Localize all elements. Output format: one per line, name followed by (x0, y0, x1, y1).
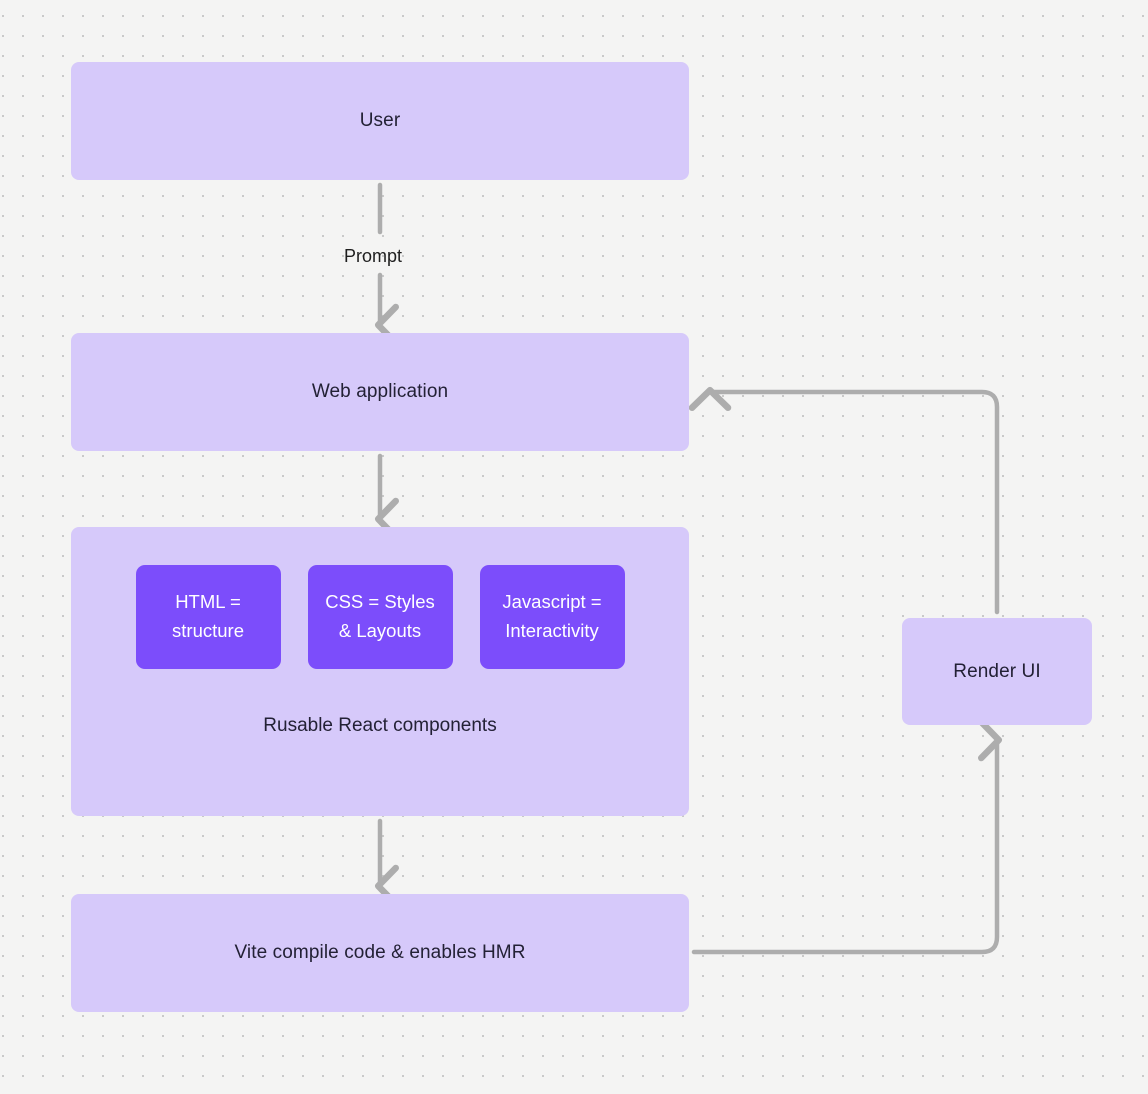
chip-css-label: CSS = Styles & Layouts (325, 591, 435, 641)
node-web-application-label: Web application (311, 381, 449, 403)
chip-javascript[interactable]: Javascript = Interactivity (479, 565, 625, 669)
node-render-ui-label: Render UI (953, 660, 1041, 682)
node-user[interactable]: User (71, 62, 689, 180)
node-react-components-caption: Rusable React components (263, 715, 497, 736)
edge-vite-to-render (691, 718, 1003, 955)
chip-html[interactable]: HTML = structure (135, 565, 281, 669)
node-render-ui[interactable]: Render UI (902, 618, 1092, 725)
edge-render-to-webapp (688, 386, 1000, 615)
chip-row: HTML = structure CSS = Styles & Layouts … (71, 565, 689, 669)
chip-javascript-label: Javascript = Interactivity (502, 591, 602, 641)
edge-label-prompt: Prompt (344, 246, 403, 266)
node-web-application[interactable]: Web application (71, 333, 689, 451)
chip-html-label: HTML = structure (172, 591, 244, 641)
node-react-components[interactable]: HTML = structure CSS = Styles & Layouts … (71, 527, 689, 816)
chip-css[interactable]: CSS = Styles & Layouts (307, 565, 453, 669)
node-vite-label: Vite compile code & enables HMR (234, 942, 526, 964)
node-user-label: User (359, 110, 401, 132)
node-vite[interactable]: Vite compile code & enables HMR (71, 894, 689, 1012)
